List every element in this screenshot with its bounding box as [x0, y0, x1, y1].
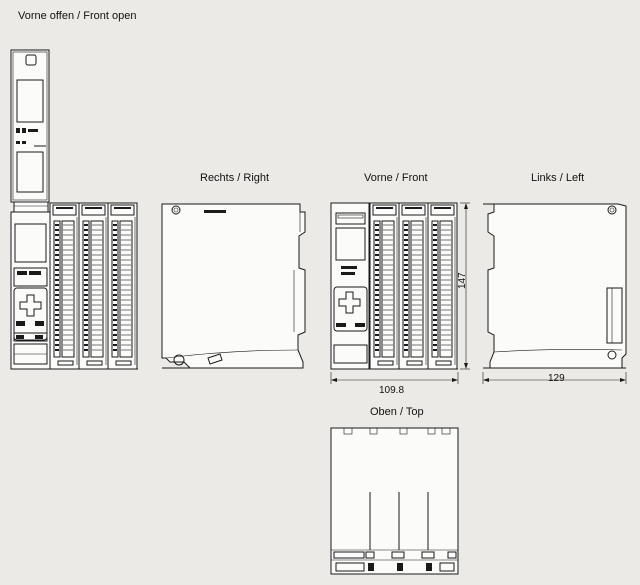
- io-module: [78, 202, 109, 370]
- display-window: [14, 223, 47, 263]
- io-module: [107, 202, 138, 370]
- left-side-view: 129: [482, 203, 627, 384]
- io-module: [427, 202, 458, 370]
- right-side-outline: [161, 203, 306, 369]
- io-modules-front-open: [49, 202, 138, 370]
- width-dimension: 109.8: [379, 385, 404, 396]
- top-view: [330, 427, 459, 575]
- height-dimension: 147: [457, 272, 468, 289]
- label-front-open: Vorne offen / Front open: [18, 10, 137, 22]
- label-right: Rechts / Right: [200, 172, 270, 184]
- front-view: 109.8 147: [330, 202, 470, 396]
- label-front: Vorne / Front: [364, 172, 428, 184]
- io-module: [369, 202, 400, 370]
- cpu-display: [335, 227, 366, 261]
- io-module: [398, 202, 429, 370]
- top-outline: [330, 427, 459, 575]
- label-top: Oben / Top: [370, 406, 424, 418]
- cpu-body: [10, 211, 51, 370]
- io-modules-front: [369, 202, 458, 370]
- cpu-front: [330, 202, 370, 370]
- side-connector: [606, 287, 623, 344]
- front-open-view: [10, 49, 138, 370]
- io-module: [49, 202, 80, 370]
- right-side-view: [161, 203, 306, 369]
- label-left: Links / Left: [531, 172, 585, 184]
- depth-dimension: 129: [548, 373, 565, 384]
- left-side-outline: [483, 203, 627, 369]
